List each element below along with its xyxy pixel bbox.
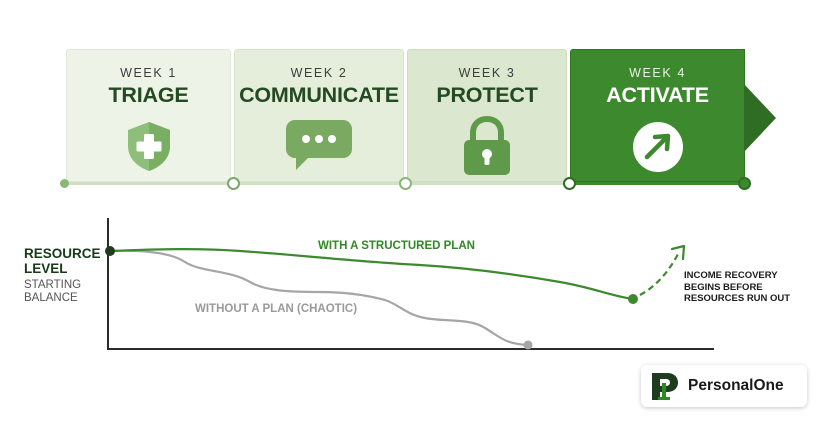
padlock-icon [461, 115, 513, 182]
starting-label-line: BALANCE [24, 292, 78, 304]
week-label: WEEK 1 [120, 66, 177, 80]
timeline-end-node [738, 177, 751, 190]
week-label: WEEK 2 [290, 66, 348, 80]
timeline-node-week-4 [563, 177, 576, 190]
recovery-line: INCOME RECOVERY [684, 270, 778, 281]
phase-title: COMMUNICATE [239, 83, 399, 107]
brand-badge: PersonalOne [641, 365, 807, 407]
with-plan-label: WITH A STRUCTURED PLAN [318, 240, 475, 252]
y-axis-label: RESOURCE LEVEL [24, 246, 101, 276]
with-plan-line [109, 248, 634, 301]
recovery-annotation: INCOME RECOVERY BEGINS BEFORE RESOURCES … [684, 270, 790, 305]
timeline-track [64, 182, 569, 185]
recovery-line: RESOURCES RUN OUT [684, 293, 791, 304]
timeline-node-week-3 [399, 177, 412, 190]
chat-bubble-icon [284, 118, 354, 179]
week-2-card: WEEK 2 COMMUNICATE [234, 49, 404, 182]
recovery-arrowhead-icon [670, 244, 686, 261]
without-plan-label: WITHOUT A PLAN (CHAOTIC) [195, 303, 358, 315]
y-axis-label-line: RESOURCE [24, 246, 101, 261]
starting-label-line: STARTING [24, 279, 82, 291]
week-3-card: WEEK 3 PROTECT [407, 49, 567, 182]
timeline-track-active [569, 182, 745, 185]
phase-title: ACTIVATE [606, 83, 709, 107]
without-plan-line [109, 249, 529, 347]
phase-title: TRIAGE [108, 83, 189, 107]
shield-plus-icon [122, 119, 176, 178]
recovery-dashed-arrow [639, 253, 679, 296]
personalone-logo-icon [652, 373, 678, 400]
timeline-start-node [60, 179, 69, 188]
timeline-arrow-tip-icon [744, 84, 776, 152]
with-plan-end-point [628, 294, 638, 304]
timeline-node-week-2 [227, 177, 240, 190]
arrow-up-right-icon [631, 120, 685, 179]
week-label: WEEK 4 [629, 66, 686, 80]
recovery-line: BEGINS BEFORE [684, 281, 763, 293]
y-axis-label-line: LEVEL [24, 261, 68, 276]
starting-balance-label: STARTING BALANCE [24, 279, 81, 305]
week-1-card: WEEK 1 TRIAGE [66, 49, 231, 182]
starting-point [105, 246, 115, 256]
week-label: WEEK 3 [458, 66, 516, 80]
week-4-card: WEEK 4 ACTIVATE [570, 49, 745, 182]
phase-title: PROTECT [436, 83, 538, 107]
without-plan-end-point [523, 340, 533, 350]
brand-name: PersonalOne [688, 377, 784, 394]
